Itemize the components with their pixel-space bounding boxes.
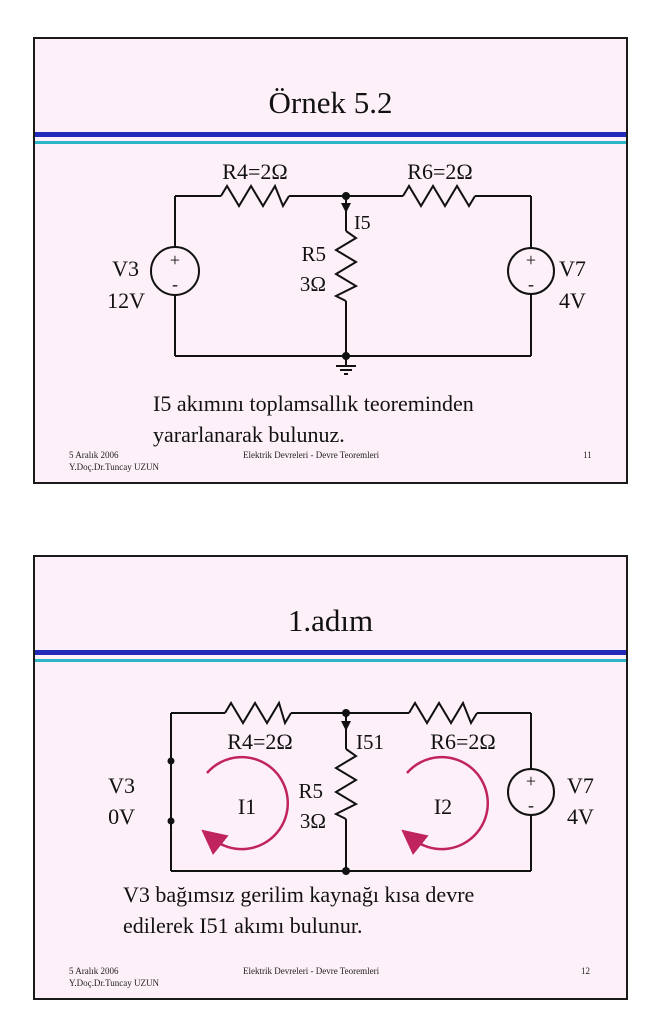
v3-plus: +: [170, 250, 180, 270]
title-rule-cyan: [35, 659, 626, 662]
footer-left: 5 Aralık 2006 Y.Doç.Dr.Tuncay UZUN: [69, 449, 159, 473]
label-r5: R5: [298, 779, 323, 803]
footer-author: Y.Doç.Dr.Tuncay UZUN: [69, 462, 159, 472]
resistor-r4: [224, 700, 292, 726]
footer-page: 11: [583, 450, 592, 460]
circuit-diagram: + - R4=2Ω R6=2Ω I51 R5 3Ω I1 I2 V3 0V V7…: [108, 700, 594, 875]
footer-date: 5 Aralık 2006: [69, 966, 119, 976]
label-r6: R6=2Ω: [430, 729, 495, 754]
footer-author: Y.Doç.Dr.Tuncay UZUN: [69, 978, 159, 988]
label-r5-value: 3Ω: [300, 809, 326, 833]
label-r5-value: 3Ω: [300, 272, 326, 296]
resistor-r5: [333, 230, 359, 302]
voltage-source-v7: [507, 247, 555, 295]
node-top: [342, 709, 350, 717]
task-text: I5 akımını toplamsallık teoreminden yara…: [153, 388, 474, 450]
voltage-source-v7: [507, 768, 555, 816]
slide-title: Örnek 5.2: [268, 85, 393, 120]
node-short-top: [167, 757, 175, 765]
label-v7: V7: [567, 773, 594, 798]
task-line-2: yararlanarak bulunuz.: [153, 422, 345, 447]
footer-page: 12: [581, 966, 590, 976]
resistor-r4: [220, 183, 290, 209]
mesh-arrow-i2: [401, 755, 490, 856]
label-i5: I5: [354, 212, 371, 234]
footer-date: 5 Aralık 2006: [69, 450, 119, 460]
label-v3-value: 12V: [107, 288, 145, 313]
v7-minus: -: [528, 795, 534, 815]
task-line-1: V3 bağımsız gerilim kaynağı kısa devre: [123, 882, 475, 907]
mesh-arrow-i1: [201, 755, 290, 856]
title-rule-blue: [35, 132, 626, 137]
node-top: [342, 192, 350, 200]
label-r4: R4=2Ω: [222, 159, 287, 184]
slide-1: Örnek 5.2: [33, 37, 628, 484]
node-short-bottom: [167, 817, 175, 825]
label-r4: R4=2Ω: [227, 729, 292, 754]
title-rule-blue: [35, 650, 626, 655]
resistor-r6: [408, 700, 478, 726]
label-r6: R6=2Ω: [407, 159, 472, 184]
circuit-diagram: + - + - R4=2Ω R6=2Ω I5 R5 3Ω V3 12V V7 4…: [107, 159, 586, 375]
v3-minus: -: [172, 274, 178, 294]
v7-plus: +: [526, 771, 536, 791]
footer-left: 5 Aralık 2006 Y.Doç.Dr.Tuncay UZUN: [69, 965, 159, 989]
label-v7-value: 4V: [559, 288, 586, 313]
task-line-2: edilerek I51 akımı bulunur.: [123, 913, 363, 938]
title-rule-cyan: [35, 141, 626, 144]
label-v3: V3: [112, 256, 139, 281]
label-v7-value: 4V: [567, 804, 594, 829]
voltage-source-v3: [150, 246, 200, 296]
task-line-1: I5 akımını toplamsallık teoreminden: [153, 391, 474, 416]
label-i1: I1: [238, 794, 256, 819]
current-arrow-i51: [341, 721, 351, 731]
slide-2: 1.adım: [33, 555, 628, 1000]
footer-course: Elektrik Devreleri - Devre Teoremleri: [243, 966, 380, 976]
slide-title: 1.adım: [287, 603, 374, 638]
v7-minus: -: [528, 274, 534, 294]
label-v7: V7: [559, 256, 586, 281]
node-bottom: [342, 352, 350, 360]
label-v3: V3: [108, 773, 135, 798]
task-text: V3 bağımsız gerilim kaynağı kısa devre e…: [123, 879, 474, 941]
label-i2: I2: [434, 794, 452, 819]
label-r5: R5: [301, 242, 326, 266]
current-arrow-i5: [341, 203, 351, 213]
resistor-r5: [333, 748, 359, 820]
v7-plus: +: [526, 250, 536, 270]
node-bottom: [342, 867, 350, 875]
footer-course: Elektrik Devreleri - Devre Teoremleri: [243, 450, 380, 460]
resistor-r6: [402, 184, 476, 208]
label-i51: I51: [356, 730, 384, 754]
label-v3-value: 0V: [108, 804, 135, 829]
